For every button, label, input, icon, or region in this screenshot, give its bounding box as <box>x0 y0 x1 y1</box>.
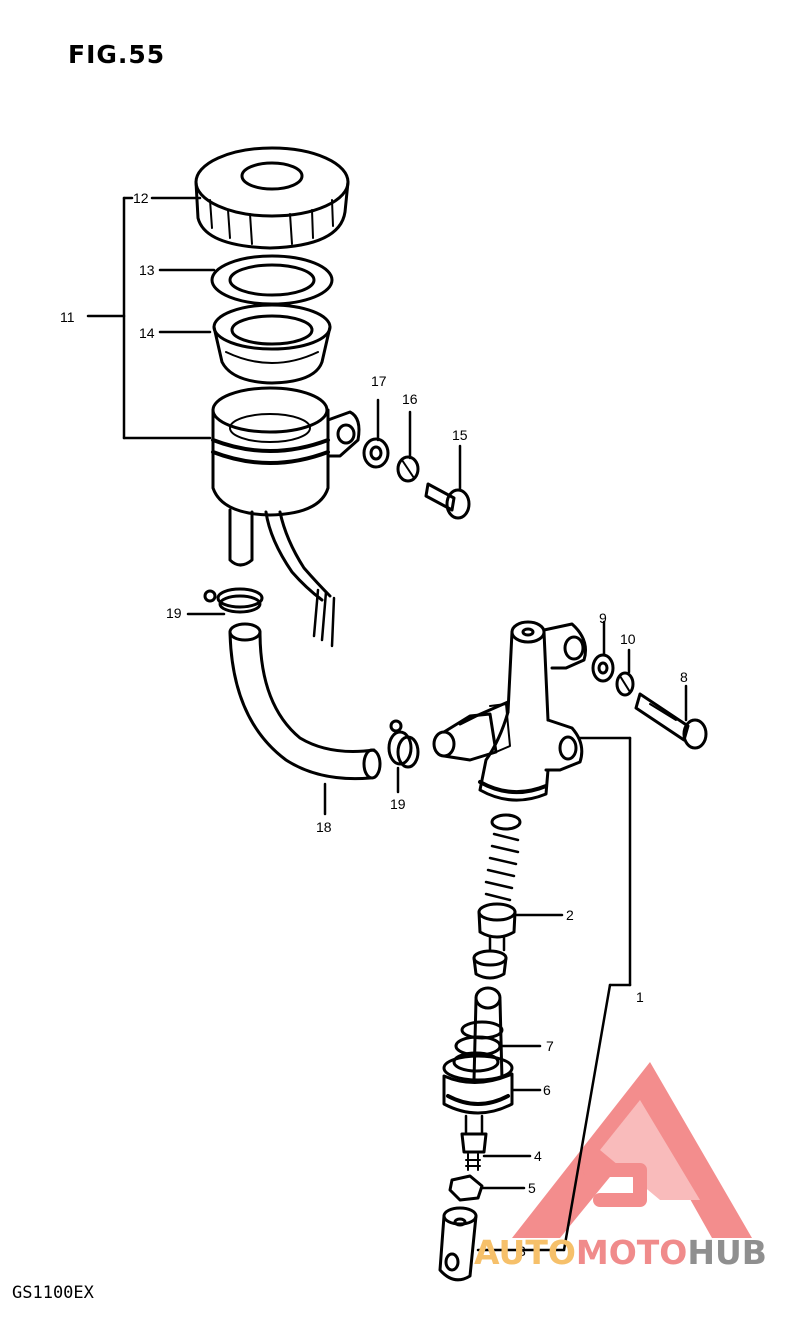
part-label-1: 1 <box>636 989 644 1005</box>
bolt-15 <box>424 482 471 520</box>
part-label-4: 4 <box>534 1148 542 1164</box>
hose-18 <box>228 622 382 781</box>
piston <box>472 902 517 980</box>
washer-17 <box>362 437 390 469</box>
figure-title: FIG.55 <box>68 40 166 69</box>
watermark-moto: MOTO <box>575 1233 688 1272</box>
part-label-12: 12 <box>133 190 149 206</box>
bracket-11 <box>86 196 212 440</box>
hose-clamp-upper <box>203 587 264 614</box>
part-label-19-upper: 19 <box>166 605 182 621</box>
part-label-2: 2 <box>566 907 574 923</box>
reservoir-body <box>211 386 361 648</box>
master-cylinder-body <box>432 620 587 802</box>
part-label-15: 15 <box>452 427 468 443</box>
part-label-9: 9 <box>599 610 607 626</box>
reservoir-cap <box>194 146 350 250</box>
part-label-17: 17 <box>371 373 387 389</box>
washer-9 <box>591 653 615 683</box>
watermark-text: AUTOMOTOHUB <box>474 1236 767 1269</box>
diaphragm <box>212 303 332 385</box>
part-label-10: 10 <box>620 631 636 647</box>
part-label-6: 6 <box>543 1082 551 1098</box>
part-label-18: 18 <box>316 819 332 835</box>
hose-clamp-lower <box>387 719 420 769</box>
lock-washer-16 <box>396 455 420 483</box>
leader-lines <box>150 196 688 1252</box>
watermark-hub: HUB <box>687 1233 767 1272</box>
watermark-logo <box>512 1062 752 1238</box>
part-label-19-lower: 19 <box>390 796 406 812</box>
part-label-7: 7 <box>546 1038 554 1054</box>
part-label-8: 8 <box>680 669 688 685</box>
washer-10 <box>615 671 635 697</box>
bolt-8 <box>634 692 708 750</box>
lock-nut <box>448 1174 484 1202</box>
diaphragm-plate <box>210 254 334 306</box>
push-rod-assembly <box>442 986 514 1171</box>
part-label-16: 16 <box>402 391 418 407</box>
part-label-3: 3 <box>518 1243 526 1259</box>
watermark-auto: AUTO <box>474 1233 576 1272</box>
part-label-14: 14 <box>139 325 155 341</box>
part-label-13: 13 <box>139 262 155 278</box>
part-label-11: 11 <box>60 309 75 325</box>
part-label-5: 5 <box>528 1180 536 1196</box>
model-code: GS1100EX <box>12 1283 94 1303</box>
return-spring <box>484 813 522 902</box>
clevis <box>438 1206 478 1282</box>
